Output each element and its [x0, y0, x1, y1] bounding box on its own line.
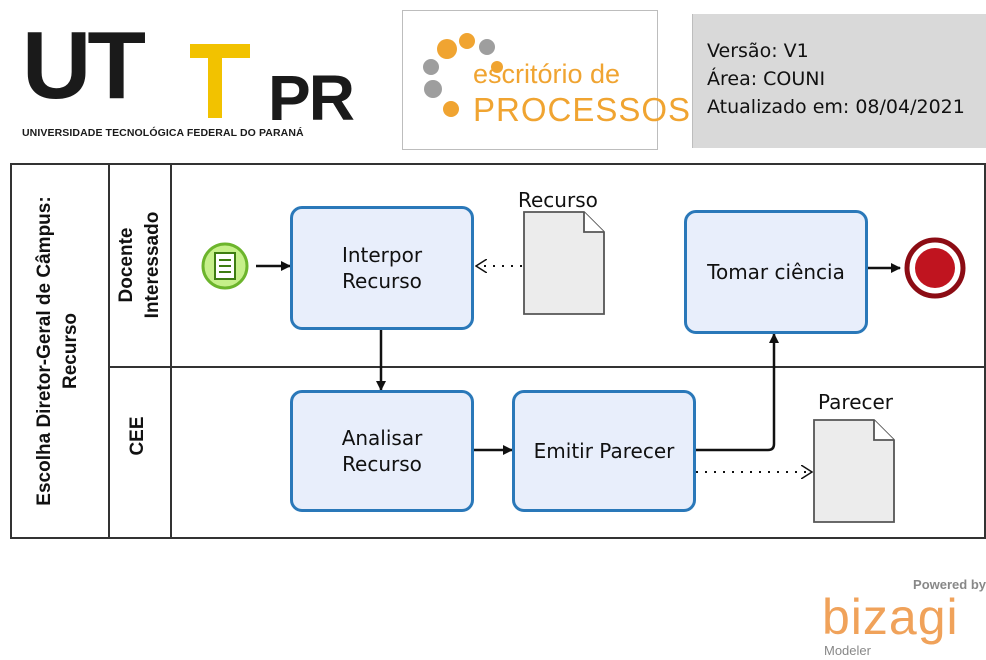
data-object-recurso-label: Recurso: [518, 188, 598, 212]
task-analisar-recurso-line1: Analisar: [341, 426, 423, 450]
task-analisar-recurso-line2: Recurso: [342, 452, 422, 476]
area-text: Área: COUNI: [707, 68, 826, 90]
lane-divider: [110, 366, 986, 368]
powered-by-text: Powered by: [913, 577, 986, 592]
task-tomar-ciencia[interactable]: Tomar ciência: [684, 210, 868, 334]
task-interpor-recurso[interactable]: Interpor Recurso: [290, 206, 474, 330]
task-interpor-recurso-line1: Interpor: [341, 243, 423, 267]
version-text: Versão: V1: [707, 40, 809, 62]
utfpr-logo-accent-stem: [208, 48, 222, 118]
task-interpor-recurso-line2: Recurso: [342, 269, 422, 293]
data-object-parecer-icon[interactable]: [812, 418, 898, 526]
escritorio-dots-icon: [423, 33, 503, 117]
escritorio-line1: escritório de: [473, 59, 621, 89]
data-object-recurso-icon[interactable]: [522, 210, 608, 318]
utfpr-logo: UT PR UNIVERSIDADE TECNOLÓGICA FEDERAL D…: [22, 18, 372, 148]
bpmn-pool: [10, 163, 986, 539]
bizagi-product: Modeler: [824, 643, 871, 658]
utfpr-logo-mark: UT: [22, 12, 146, 119]
updated-text: Atualizado em: 08/04/2021: [707, 96, 965, 118]
task-emitir-parecer[interactable]: Emitir Parecer: [512, 390, 696, 512]
task-analisar-recurso[interactable]: Analisar Recurso: [290, 390, 474, 512]
task-emitir-parecer-label: Emitir Parecer: [533, 439, 675, 463]
bizagi-brand: bizagi: [822, 589, 959, 645]
bizagi-logo: Powered by bizagi Modeler: [820, 578, 986, 660]
utfpr-logo-pr: PR: [268, 62, 355, 134]
flow-emitir-to-tomar: [694, 333, 779, 452]
data-object-parecer-label: Parecer: [818, 390, 894, 414]
start-message-event-icon[interactable]: [196, 238, 256, 298]
escritorio-line2: PROCESSOS: [473, 91, 692, 128]
end-event-icon[interactable]: [902, 236, 970, 304]
utfpr-subtitle: UNIVERSIDADE TECNOLÓGICA FEDERAL DO PARA…: [22, 127, 304, 139]
pool-header: Escolha Diretor-Geral de Câmpus: Recurso: [10, 163, 110, 539]
lane-headers: Docente Interessado CEE: [110, 163, 172, 539]
escritorio-processos-logo: escritório de PROCESSOS: [402, 10, 690, 150]
version-info-box: Versão: V1 Área: COUNI Atualizado em: 08…: [692, 14, 986, 148]
task-tomar-ciencia-label: Tomar ciência: [707, 260, 845, 284]
